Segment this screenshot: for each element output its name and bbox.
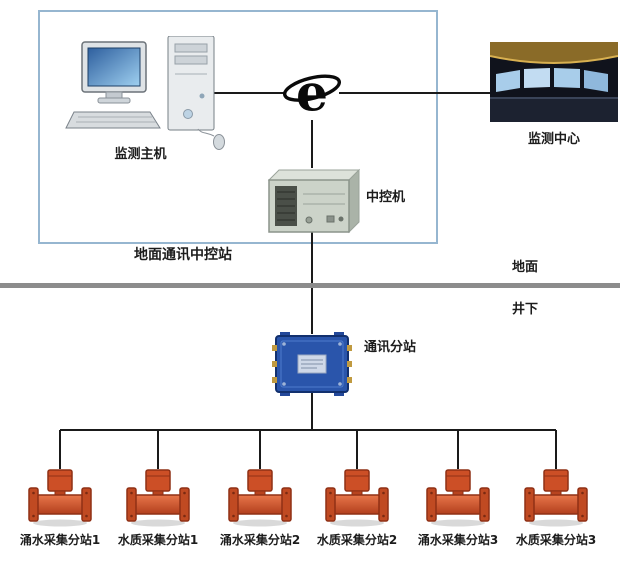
device-label: 涌水采集分站1	[19, 533, 101, 547]
ground-station-box	[38, 10, 438, 244]
cable-gland	[347, 361, 352, 367]
monitor-host-illustration	[65, 36, 225, 150]
wall-screen	[554, 68, 580, 88]
wall-screen	[524, 68, 550, 88]
ground-station-label: 地面通讯中控站	[134, 247, 232, 263]
sensor-device	[126, 469, 190, 527]
surface-divider	[0, 283, 620, 288]
wall-screen	[584, 70, 608, 92]
cable-gland	[347, 345, 352, 351]
keyboard	[65, 111, 161, 129]
sensor-device	[28, 469, 92, 527]
monitor-screen	[87, 47, 141, 87]
comm-substation-label: 通讯分站	[364, 340, 417, 355]
device-label: 水质采集分站2	[316, 533, 398, 547]
cable-gland	[272, 377, 277, 383]
cable-gland	[272, 361, 277, 367]
cable-gland	[272, 345, 277, 351]
surface-label: 地面	[512, 260, 539, 275]
control-machine-label: 中控机	[366, 190, 406, 205]
sensor-device	[228, 469, 292, 527]
control-machine-illustration	[267, 168, 360, 234]
monitor-center-photo	[490, 42, 618, 122]
device-label: 水质采集分站3	[515, 533, 597, 547]
sensor-device	[426, 469, 490, 527]
sensor-device	[524, 469, 588, 527]
mouse	[213, 134, 225, 150]
monitor-center-label: 监测中心	[527, 132, 580, 147]
internet-icon: e	[283, 64, 341, 122]
cable-gland	[347, 377, 352, 383]
monitor-host-label: 监测主机	[114, 147, 167, 162]
underground-label: 井下	[512, 302, 539, 317]
svg-text:e: e	[296, 64, 328, 122]
comm-substation-illustration	[272, 332, 352, 396]
wall-screen	[496, 70, 520, 92]
device-label: 水质采集分站1	[117, 533, 199, 547]
device-label: 涌水采集分站2	[219, 533, 301, 547]
device-label: 涌水采集分站3	[417, 533, 499, 547]
sensor-device	[325, 469, 389, 527]
